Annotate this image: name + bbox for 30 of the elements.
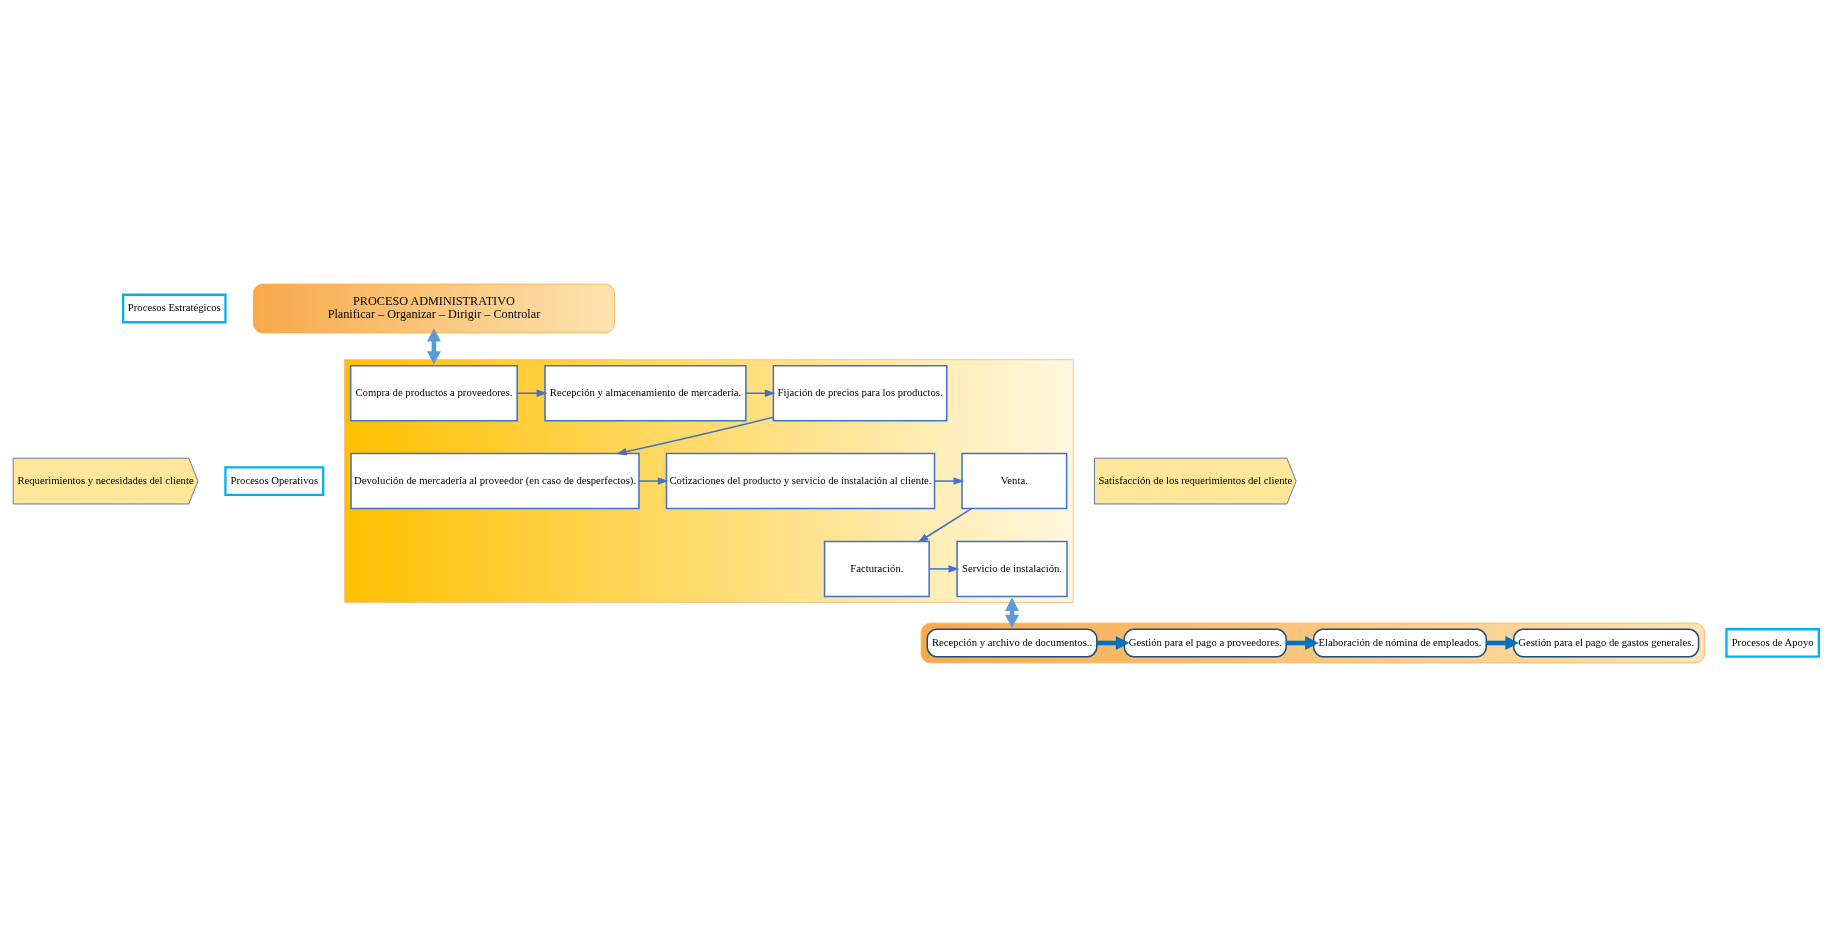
arrow [917,507,973,543]
arrow [616,416,774,455]
arrow [1096,635,1130,650]
arrow [516,389,548,397]
node-box: Procesos Estratégicos [121,293,227,323]
node-box: Devolución de mercadería al proveedor (en caso de desperfectos). [350,452,640,509]
arrow [933,476,965,485]
arrow [638,476,669,485]
arrow [1486,635,1519,650]
node-box: Recepción y almacenamiento de mercadería. [544,364,747,421]
node-box: Procesos de Apoyo [1725,627,1820,658]
node-box: Elaboración de nómina de empleados. [1312,627,1488,657]
node-box: PROCESO ADMINISTRATIVO Planificar – Organizar – Dirigir – Controlar [252,283,615,333]
node-box: Servicio de instalación. [956,540,1068,597]
node-box: Fijación de precios para los productos. [772,364,948,421]
arrow [1286,635,1319,650]
node-box: Gestión para el pago de gastos generales. [1513,627,1700,657]
arrow [928,564,960,573]
node-box: Recepción y archivo de documentos.. [926,627,1098,657]
node-box: Compra de productos a proveedores. [349,364,518,421]
node-box: Facturación. [823,540,930,597]
arrow [745,389,776,397]
arrow [1005,597,1020,628]
cluster [920,622,1706,663]
node-box: Cotizaciones del producto y servicio de instalación al cliente. [665,452,936,509]
arrow [426,327,441,365]
node-box: Procesos Operativos [224,465,325,496]
cluster [344,358,1074,603]
node-box: Venta. [961,452,1068,509]
node-box: Gestión para el pago a proveedores. [1123,627,1287,657]
